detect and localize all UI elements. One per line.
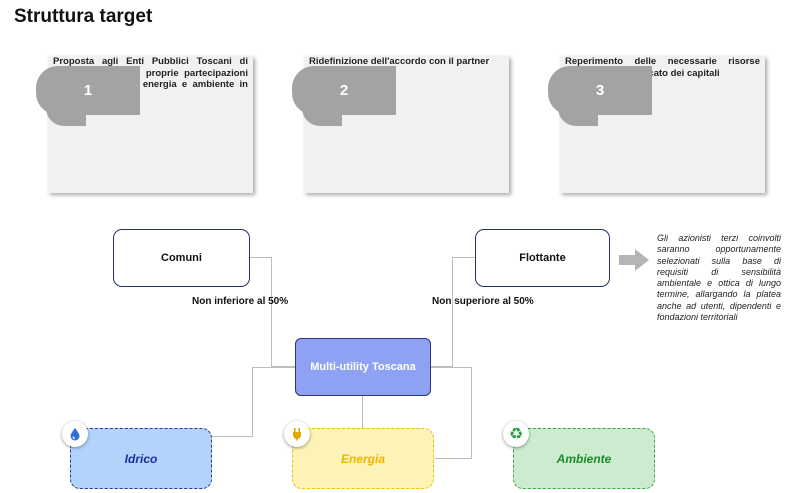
unit-energia-label: Energia [340, 451, 385, 466]
plug-icon [284, 421, 310, 447]
recycle-icon: ♻ [503, 421, 529, 447]
water-drop-icon [62, 421, 88, 447]
connector-flottante-left [452, 257, 476, 258]
arrow-right-icon [619, 249, 649, 271]
multi-utility-box: Multi-utility Toscana [295, 338, 431, 396]
step-card-2: Ridefinizione dell'accordo con il partne… [304, 56, 509, 193]
unit-ambiente-label: Ambiente [556, 451, 612, 466]
step-1-number: 1 [83, 82, 93, 99]
connector-flottante-center [429, 366, 453, 367]
connector-flottante-down [452, 257, 453, 367]
connector-center-right-down [471, 367, 472, 459]
step-3-number-tab: 3 [548, 66, 652, 126]
flottante-box: Flottante [475, 229, 610, 287]
multi-utility-label: Multi-utility Toscana [310, 361, 416, 373]
unit-ambiente: Ambiente [513, 428, 655, 489]
unit-idrico-label: Idrico [124, 451, 158, 466]
step-1-number-tab: 1 [36, 66, 140, 126]
connector-center-down [362, 395, 363, 428]
connector-center-right-in [433, 458, 472, 459]
unit-energia: Energia [292, 428, 434, 489]
step-2-number: 2 [339, 82, 349, 99]
flottante-label: Flottante [519, 252, 566, 264]
step-2-number-tab: 2 [292, 66, 396, 126]
unit-idrico: Idrico [70, 428, 212, 489]
step-2-text: Ridefinizione dell'accordo con il partne… [309, 56, 490, 67]
third-party-note: Gli azionisti terzi coinvolti saranno op… [657, 233, 781, 323]
comuni-share-label: Non inferiore al 50% [192, 296, 289, 307]
page-title: Struttura target [14, 6, 153, 27]
connector-center-right-out [430, 367, 472, 368]
connector-comuni-right [250, 257, 272, 258]
connector-comuni-down [271, 257, 272, 367]
connector-center-left-down [252, 367, 253, 437]
comuni-box: Comuni [113, 229, 250, 287]
comuni-label: Comuni [161, 252, 202, 264]
connector-center-left-in [212, 436, 253, 437]
connector-comuni-center [271, 366, 296, 367]
step-3-number: 3 [595, 82, 605, 99]
flottante-share-label: Non superiore al 50% [432, 296, 534, 307]
connector-center-left-out [252, 367, 295, 368]
